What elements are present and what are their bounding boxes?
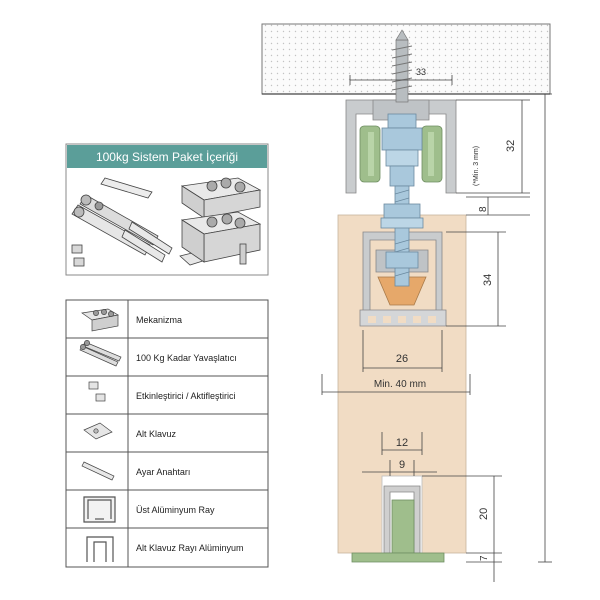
top-rail-icon: [83, 496, 116, 523]
adjust-nut: [383, 203, 421, 219]
trolley-shaft: [380, 113, 424, 287]
dim-groove-width: 12: [396, 437, 408, 449]
dim-rail-height: 32: [505, 140, 517, 152]
dim-bracket-height: 34: [482, 274, 494, 286]
package-contents-illustration: [71, 177, 262, 267]
list-item-label: Üst Alüminyum Ray: [136, 505, 215, 515]
dim-guide-width: 9: [399, 459, 405, 471]
technical-drawing: 33 (*Min. 3 mm) 32 8 34 26 Min. 40 mm 12…: [261, 23, 552, 582]
package-title: 100kg Sistem Paket İçeriği: [96, 150, 238, 164]
ceiling-screw: [391, 29, 413, 103]
list-item-label: 100 Kg Kadar Yavaşlatıcı: [136, 353, 237, 363]
list-item-label: Ayar Anahtarı: [136, 467, 190, 477]
damper-icon: [79, 340, 122, 367]
top-rail: [345, 99, 457, 194]
list-item-label: Alt Klavuz: [136, 429, 177, 439]
activator-icon: [88, 381, 106, 402]
dim-gap: 8: [478, 206, 489, 212]
bottom-guide: [391, 499, 415, 554]
package-title-bar: [67, 145, 267, 168]
bottom-guide-icon: [83, 422, 113, 440]
dim-door-thickness: Min. 40 mm: [374, 379, 426, 390]
list-item-label: Mekanizma: [136, 315, 182, 325]
bottom-rail-icon: [86, 536, 114, 562]
mechanism-icon: [81, 308, 119, 332]
dim-floor-gap: 7: [479, 555, 490, 561]
list-item-label: Alt Klavuz Rayı Alüminyum: [136, 543, 244, 553]
list-item-label: Etkinleştirici / Aktifleştirici: [136, 391, 236, 401]
dim-min-gap: (*Min. 3 mm): [473, 146, 480, 186]
dim-bracket-width: 26: [396, 353, 408, 365]
package-panel: 100kg Sistem Paket İçeriği: [65, 143, 269, 276]
dim-groove-depth: 20: [478, 508, 490, 520]
dim-screw-width: 33: [416, 67, 426, 77]
contents-table: Mekanizma 100 Kg Kadar Yavaşlatıcı Etkin…: [65, 299, 269, 568]
adjust-wrench-icon: [81, 461, 115, 481]
bracket-wedge: [377, 276, 427, 306]
dimension-lines: [321, 75, 552, 582]
floor-guide-base: [351, 552, 445, 563]
